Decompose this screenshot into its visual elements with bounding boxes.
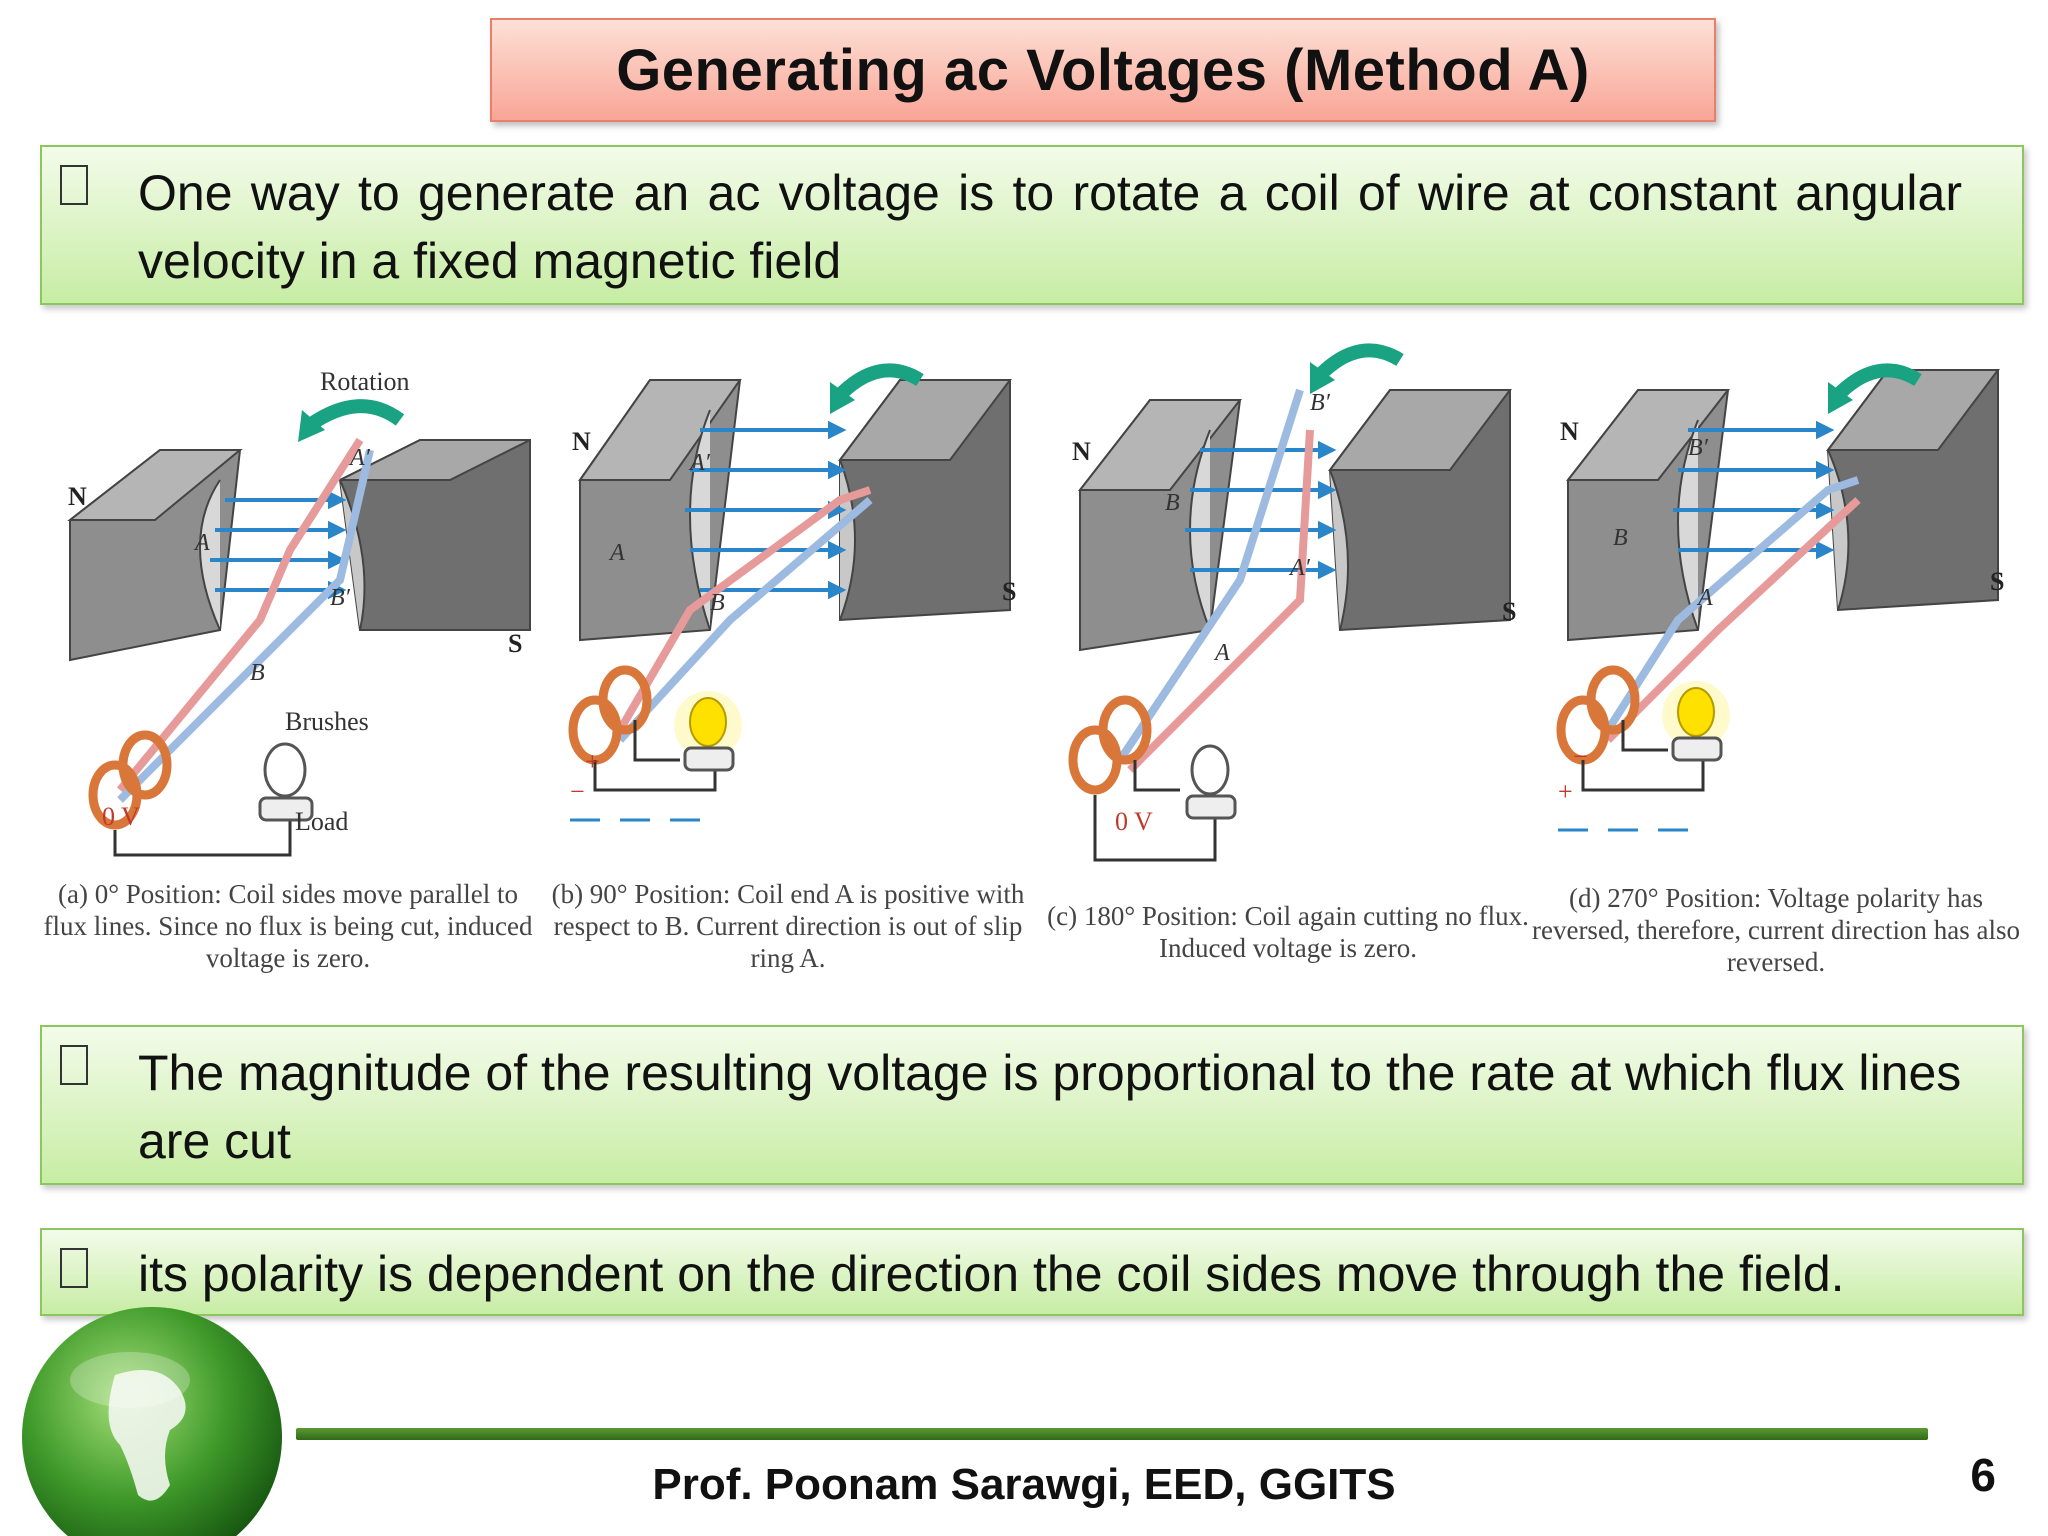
coil-label-a-prime-c: A′ — [1288, 555, 1311, 581]
coil-label-b-prime: B′ — [330, 585, 351, 611]
figure-caption-d: (d) 270° Position: Voltage polarity has … — [1531, 883, 2021, 977]
south-label-c: S — [1502, 597, 1516, 626]
lamp-icon — [258, 742, 314, 822]
figure-caption-c: (c) 180° Position: Coil again cutting no… — [1047, 901, 1529, 963]
bullet-text-3: its polarity is dependent on the directi… — [138, 1246, 1845, 1302]
south-label-d: S — [1990, 567, 2004, 596]
coil-label-b-prime-c: B′ — [1310, 390, 1331, 416]
rotation-arrow-icon — [305, 399, 405, 431]
generator-diagram-b: N S A′ A B + − — [568, 363, 1016, 822]
zero-volt-label-c: 0 V — [1115, 807, 1153, 836]
bullet-box-1: One way to generate an ac voltage is to … — [40, 145, 2024, 305]
south-label-b: S — [1002, 577, 1016, 606]
north-label-d: N — [1560, 417, 1579, 446]
load-label: Load — [295, 807, 348, 836]
figure-panel-d: N S B′ B A − + (d) 270° Position: Voltag… — [1528, 330, 2024, 990]
coil-label-a-c: A — [1213, 640, 1230, 666]
plus-label-b: + — [585, 747, 600, 776]
coil-label-a-d: A — [1696, 585, 1713, 611]
generator-diagram-a: Rotation Brushes Load N S 0 V A A′ B B′ — [67, 367, 531, 857]
coil-label-b-prime-d: B′ — [1688, 435, 1709, 461]
page-number: 6 — [1970, 1449, 1996, 1501]
bullet-box-3: its polarity is dependent on the directi… — [40, 1228, 2024, 1316]
north-label: N — [68, 482, 87, 511]
coil-label-a-b: A — [608, 540, 625, 566]
north-label-b: N — [572, 427, 591, 456]
minus-label-d: − — [1573, 742, 1588, 771]
generator-diagram-c: N S 0 V B′ A′ A B — [1068, 343, 1516, 862]
coil-label-a-prime-b: A′ — [688, 450, 711, 476]
slide-title: Generating ac Voltages (Method A) — [616, 37, 1590, 103]
footer-divider — [296, 1428, 1928, 1440]
bullet-text-2: The magnitude of the resulting voltage i… — [138, 1045, 1962, 1169]
coil-label-b: B — [250, 660, 265, 686]
bullet-box-2: The magnitude of the resulting voltage i… — [40, 1025, 2024, 1185]
minus-label-b: − — [570, 777, 585, 806]
coil-label-b-d: B — [1613, 525, 1628, 551]
south-label: S — [508, 629, 522, 658]
figure-caption-a: (a) 0° Position: Coil sides move paralle… — [43, 879, 533, 973]
footer-author: Prof. Poonam Sarawgi, EED, GGITS — [652, 1460, 1396, 1509]
title-banner: Generating ac Voltages (Method A) — [490, 18, 1716, 122]
figure-panel-b: N S A′ A B + − (b) 90° Position: Coil en… — [540, 330, 1036, 990]
bullet-square-icon — [60, 1248, 88, 1288]
coil-label-a: A — [193, 530, 210, 556]
bullet-square-icon — [60, 165, 88, 205]
coil-label-b-b: B — [710, 590, 725, 616]
bullet-text-1: One way to generate an ac voltage is to … — [138, 165, 1962, 289]
plus-label-d: + — [1558, 777, 1573, 806]
generator-diagram-d: N S B′ B A − + — [1556, 363, 2004, 832]
brushes-label: Brushes — [285, 707, 369, 736]
coil-label-b-c: B — [1165, 490, 1180, 516]
figure-caption-b: (b) 90° Position: Coil end A is positive… — [551, 879, 1025, 973]
generator-figure: Rotation Brushes Load N S 0 V A A′ B B′ … — [40, 330, 2024, 990]
rotation-label: Rotation — [320, 367, 410, 396]
zero-volt-label: 0 V — [102, 802, 140, 831]
figure-panel-c: N S 0 V B′ A′ A B (c) 180° Position: Coi… — [1040, 330, 1536, 990]
north-label-c: N — [1072, 437, 1091, 466]
coil-label-a-prime: A′ — [348, 445, 371, 471]
globe-icon — [22, 1307, 282, 1536]
bullet-square-icon — [60, 1045, 88, 1085]
flux-arrows — [210, 490, 347, 600]
figure-panel-a: Rotation Brushes Load N S 0 V A A′ B B′ … — [40, 330, 536, 990]
